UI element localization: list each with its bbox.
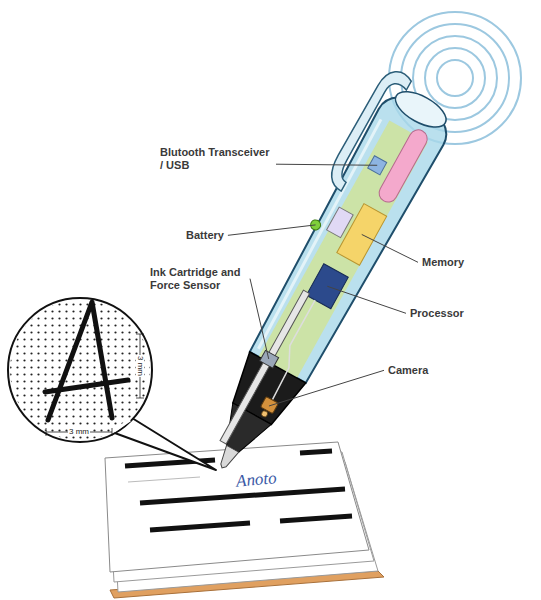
signal-wave xyxy=(437,60,473,96)
part-label: Ink Cartridge and Force Sensor xyxy=(150,266,246,291)
dimension-tick xyxy=(136,398,144,399)
dimension-tick xyxy=(46,428,47,436)
leader-line xyxy=(269,370,384,406)
handwritten-stroke xyxy=(48,302,112,420)
pen-tip xyxy=(216,445,239,471)
form-bar xyxy=(280,516,352,521)
signal-wave xyxy=(425,48,485,108)
dot-grid xyxy=(10,300,150,440)
part-label: Processor xyxy=(410,307,464,320)
leader-line xyxy=(250,279,269,359)
inset-outline xyxy=(8,298,152,442)
ink-cartridge xyxy=(220,290,310,444)
dimension-label: 3 mm xyxy=(136,355,144,377)
force-sensor xyxy=(260,350,279,368)
battery-cell xyxy=(327,207,354,237)
paper-stack xyxy=(105,442,384,598)
form-line xyxy=(128,477,200,482)
pen-cap xyxy=(390,84,452,134)
callout-tail xyxy=(112,418,216,470)
part-label: Camera xyxy=(388,364,428,377)
paper-page xyxy=(105,442,369,572)
tail-joint xyxy=(114,420,130,431)
leader-line xyxy=(276,164,377,165)
dimension-label: 3 mm xyxy=(68,428,90,436)
handwriting: Anoto xyxy=(235,469,277,489)
leader-line xyxy=(362,234,418,262)
form-bar xyxy=(300,451,332,453)
camera-lens xyxy=(261,410,269,418)
part-label: Blutooth Transceiver / USB xyxy=(160,146,272,171)
form-bar xyxy=(150,523,250,530)
pen-clip xyxy=(324,65,413,195)
form-bar xyxy=(140,489,345,503)
part-label: Battery xyxy=(186,229,224,242)
dot-pattern-inset xyxy=(8,298,152,442)
handwritten-stroke xyxy=(45,380,128,392)
dimension-lines xyxy=(46,334,144,436)
leader-line xyxy=(327,286,406,313)
leader-line xyxy=(228,225,316,235)
part-label: Memory xyxy=(422,256,464,269)
inset-ground xyxy=(8,298,152,442)
